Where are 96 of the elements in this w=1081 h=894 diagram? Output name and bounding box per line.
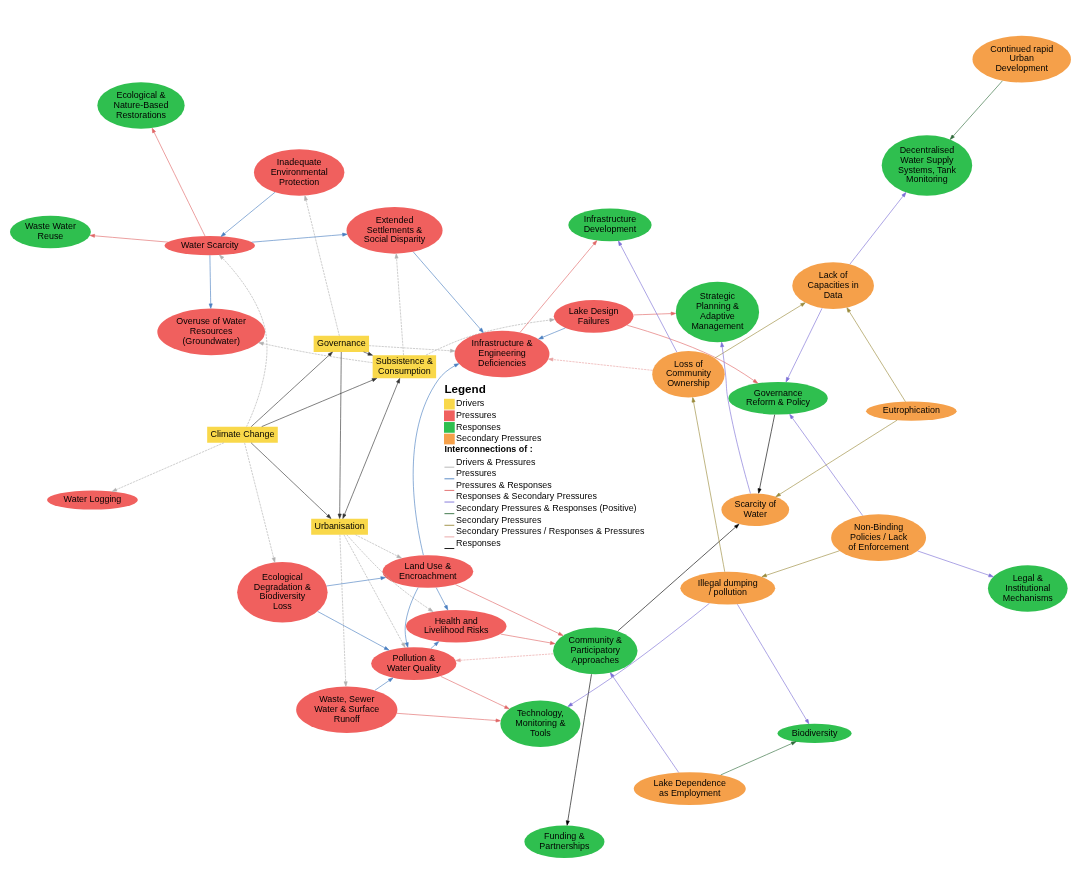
- arrow: [430, 641, 439, 649]
- label: Interconnections of :: [444, 444, 533, 455]
- node-ellipse: Lake Dependence as Employment: [633, 772, 746, 805]
- arrow: [789, 414, 863, 516]
- arrow: [785, 307, 823, 383]
- arrow: [111, 442, 225, 492]
- arrow: [374, 677, 394, 691]
- arrow: [89, 233, 169, 243]
- legend-label: Pressures & Responses: [456, 479, 552, 490]
- arrow: [261, 378, 377, 427]
- arrow: [519, 240, 598, 333]
- arrow: [412, 251, 484, 333]
- label: Legend: [444, 382, 486, 396]
- legend-label: Responses: [456, 537, 501, 548]
- arrow: [396, 713, 501, 723]
- legend-label: Drivers: [456, 398, 485, 409]
- arrow: [250, 442, 332, 519]
- arrow: [346, 534, 434, 612]
- node-ellipse: Ecological & Nature-Based Restorations: [97, 82, 185, 129]
- arrow: [394, 253, 404, 356]
- arrow: [250, 351, 333, 427]
- arrow: [404, 587, 419, 648]
- arrow: [440, 676, 510, 710]
- arrow: [151, 127, 206, 237]
- arrow: [567, 603, 710, 707]
- node-ellipse: Continued rapid Urban Development: [972, 35, 1071, 83]
- arrow: [548, 357, 653, 371]
- arrow: [326, 576, 386, 587]
- legend-label: Drivers & Pressures: [456, 456, 536, 467]
- arrow: [917, 550, 994, 578]
- node-ellipse: Extended Settlements & Social Disparity: [346, 207, 443, 254]
- arrow: [208, 254, 213, 309]
- legend-label: Responses & Secondary Pressures: [456, 491, 597, 502]
- arrow: [610, 672, 679, 773]
- node-ellipse: Ecological Degradation & Biodiversity Loss: [237, 562, 328, 623]
- node-ellipse: Inadequate Environmental Protection: [253, 149, 345, 196]
- arrow: [251, 232, 348, 243]
- node-ellipse: Waste Water Reuse: [9, 215, 91, 249]
- arrow: [849, 192, 907, 265]
- arrow: [565, 673, 592, 826]
- arrow: [761, 550, 840, 578]
- arrow: [342, 378, 400, 519]
- arrow: [220, 191, 276, 237]
- arrow: [355, 534, 402, 559]
- arrow: [219, 254, 268, 427]
- node-ellipse: Community & Participatory Approaches: [553, 627, 638, 675]
- arrow: [691, 397, 726, 573]
- arrow: [368, 345, 456, 353]
- arrow: [720, 341, 751, 494]
- arrow: [617, 523, 740, 632]
- node-box: Subsistence & Consumption: [372, 355, 437, 379]
- arrow: [363, 351, 373, 356]
- node-ellipse: Funding & Partnerships: [524, 825, 605, 859]
- arrow: [538, 327, 566, 340]
- node-ellipse: Infrastructure Development: [568, 208, 652, 242]
- arrow: [343, 534, 406, 648]
- node-ellipse: Eutrophication: [866, 401, 957, 421]
- arrow: [846, 307, 906, 403]
- node-box: Climate Change: [207, 426, 278, 443]
- node-ellipse: Waste, Sewer Water & Surface Runoff: [296, 686, 398, 733]
- node-ellipse: Lake Design Failures: [553, 300, 634, 333]
- legend-label: Responses: [456, 421, 501, 432]
- legend-label: Secondary Pressures / Responses & Pressures: [456, 526, 645, 537]
- legend-label: Pressures: [456, 410, 497, 421]
- arrow: [500, 633, 556, 645]
- arrow: [737, 604, 810, 725]
- node-ellipse: Strategic Planning & Adaptive Management: [675, 281, 760, 343]
- arrow: [757, 414, 776, 494]
- arrow: [618, 240, 678, 353]
- arrow: [304, 195, 340, 337]
- arrow: [949, 80, 1003, 140]
- arrow: [775, 419, 898, 497]
- arrow: [317, 611, 390, 651]
- node-ellipse: Biodiversity: [777, 723, 852, 743]
- arrow: [455, 584, 564, 636]
- legend-label: Secondary Pressures & Responses (Positive): [456, 502, 637, 513]
- arrow: [714, 302, 806, 359]
- arrow: [258, 341, 373, 363]
- arrow: [339, 534, 348, 687]
- arrow: [425, 318, 555, 356]
- node-ellipse: Loss of Community Ownership: [652, 350, 725, 398]
- node-ellipse: Non-Binding Policies / Lack of Enforcement: [831, 514, 927, 561]
- arrow: [720, 741, 797, 776]
- legend-label: Pressures: [456, 468, 497, 479]
- node-ellipse: Water Logging: [47, 490, 138, 510]
- legend-label: Secondary Pressures: [456, 514, 542, 525]
- node-box: Urbanisation: [311, 518, 368, 535]
- arrow: [337, 351, 342, 519]
- node-ellipse: Water Scarcity: [164, 236, 255, 256]
- arrow: [412, 363, 460, 556]
- arrow: [455, 653, 554, 663]
- legend-label: Secondary Pressures: [456, 433, 542, 444]
- arrow: [626, 324, 758, 384]
- arrow: [633, 311, 676, 316]
- arrow: [435, 587, 449, 611]
- arrow: [244, 442, 276, 563]
